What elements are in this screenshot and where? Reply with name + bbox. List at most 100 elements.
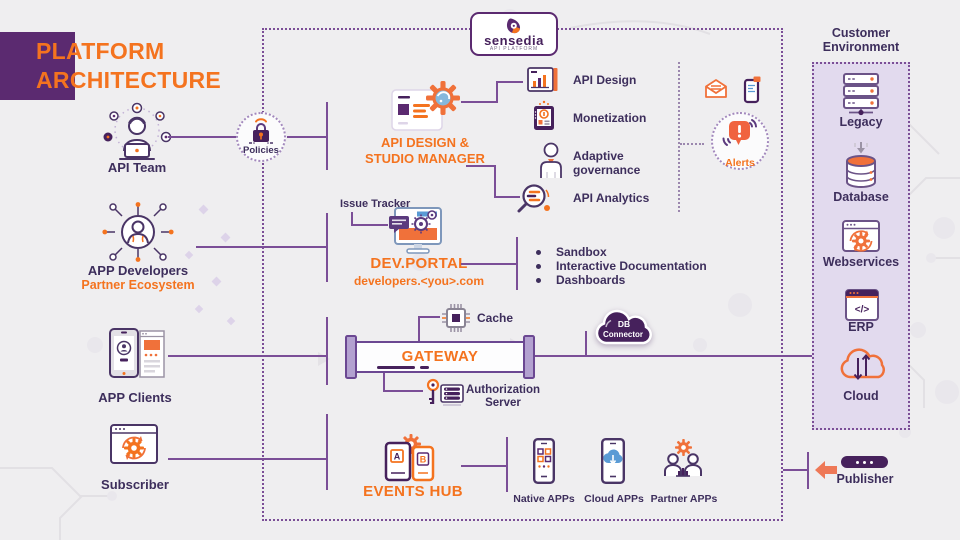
cache-label: Cache (477, 311, 514, 325)
page-title-line1: PLATFORM (36, 38, 165, 64)
alerts-connector (680, 143, 704, 145)
bullet-dot (536, 277, 541, 283)
gateway-pipe-cap-right (523, 335, 535, 379)
gateway-dash-short (420, 366, 429, 369)
adaptive-governance-icon (540, 142, 562, 178)
sensedia-logo-box: sensedia API PLATFORM (470, 12, 558, 56)
app-developers-icon (102, 202, 174, 262)
gateway-dash-long (377, 366, 415, 369)
db-connector-stub (585, 331, 587, 355)
issue-tracker-connector-h (351, 224, 388, 226)
authorization-server-label: Authorization Server (463, 384, 543, 410)
title-accent-block (0, 32, 75, 100)
alerts-label: Alerts (725, 157, 755, 169)
cloud-apps-label: Cloud APPs (584, 493, 644, 505)
studio-manager-label-line1: API DESIGN & (380, 135, 470, 150)
studio-manager-label: API DESIGN & STUDIO MANAGER (350, 135, 500, 166)
policies-lock-icon (249, 118, 273, 144)
webservices-label: Webservices (822, 255, 900, 269)
alerts-bubble-icon (722, 119, 757, 146)
native-apps-icon (533, 438, 556, 484)
studio-connector-top-h2 (496, 81, 523, 83)
events-hub-icon: A B (384, 434, 435, 482)
publisher-arrow-icon (815, 461, 837, 479)
cache-connector-v (418, 316, 420, 342)
db-connector-cloud: DB Connector (595, 309, 652, 345)
studio-connector-bottom-h2 (494, 196, 520, 198)
legacy-label: Legacy (839, 115, 883, 129)
events-connector-h (461, 465, 507, 467)
events-hub-label: EVENTS HUB (363, 483, 463, 500)
feature-adaptive-governance-label: Adaptive governance (573, 149, 641, 177)
db-connector-label-line2: Connector (603, 330, 643, 339)
authorization-server-icon (426, 378, 464, 406)
authorization-server-label-line1: Authorization (465, 384, 541, 396)
publisher-connector-h (783, 469, 809, 471)
sensedia-logo-subtitle: API PLATFORM (489, 45, 539, 52)
publisher-pill-icon (841, 456, 888, 468)
gateway-output-line (535, 355, 812, 357)
issue-tracker-label: Issue Tracker (340, 198, 411, 210)
sensedia-logo-name: sensedia (484, 32, 544, 48)
bullet-dot (536, 263, 541, 269)
authorization-server-label-line2: Server (485, 397, 521, 409)
devportal-url: developers.<you>.com (353, 274, 485, 288)
connector-api-team (168, 136, 236, 138)
events-phone-a-label: A (394, 452, 401, 462)
erp-icon: </> (845, 289, 879, 321)
bracket-devportal (326, 213, 328, 282)
events-phone-b-label: B (420, 455, 427, 465)
bracket-events (326, 414, 328, 490)
bullet-interactive-documentation: Interactive Documentation (536, 259, 707, 273)
webservices-icon (842, 220, 880, 252)
api-design-icon (527, 67, 558, 92)
subscriber-label: Subscriber (101, 477, 169, 492)
connector-policies-to-box (287, 136, 327, 138)
cache-connector-h (418, 316, 440, 318)
customer-environment-title-line2: Environment (822, 40, 900, 54)
policies-badge (236, 112, 286, 162)
customer-environment-panel (812, 62, 910, 430)
subscriber-icon (110, 424, 158, 464)
studio-manager-icon (391, 81, 460, 131)
gateway-pipe-cap-left (345, 335, 357, 379)
page-title: PLATFORM ARCHITECTURE (36, 37, 221, 95)
feature-api-analytics-label: API Analytics (573, 191, 650, 205)
auth-connector-v (383, 372, 385, 392)
bullet-dashboards: Dashboards (536, 273, 625, 287)
api-team-icon (103, 102, 172, 160)
policies-label: Policies (243, 145, 279, 156)
events-bracket (506, 437, 508, 492)
studio-connector-top-v (496, 81, 498, 103)
gateway-label: GATEWAY (401, 348, 479, 365)
studio-manager-label-line2: STUDIO MANAGER (365, 150, 485, 166)
customer-environment-title: Customer Environment (806, 26, 916, 54)
studio-connector-bottom-v (494, 165, 496, 198)
pill-dot (863, 460, 866, 464)
devportal-bullets-bracket (516, 237, 518, 290)
partner-ecosystem-label: Partner Ecosystem (81, 278, 195, 292)
app-clients-label: APP Clients (98, 390, 172, 405)
sensedia-logo-mark (506, 17, 521, 33)
auth-connector-h (383, 390, 423, 392)
cloud-icon (840, 348, 885, 381)
connector-subscriber (168, 458, 328, 460)
app-clients-icon (109, 328, 165, 378)
issue-tracker-connector-v (351, 212, 353, 226)
legacy-icon (843, 73, 879, 116)
feature-monetization-label: Monetization (573, 111, 647, 125)
bracket-gateway (326, 317, 328, 385)
erp-glyph: </> (855, 305, 870, 316)
database-label: Database (833, 190, 889, 204)
api-team-label: API Team (107, 160, 167, 175)
alert-email-icon (705, 79, 727, 98)
erp-label: ERP (848, 320, 874, 334)
bullet-sandbox: Sandbox (536, 245, 607, 259)
cloud-apps-icon (601, 438, 626, 484)
bracket-studio (326, 102, 328, 170)
partner-apps-icon (664, 439, 702, 477)
database-icon (846, 142, 876, 188)
devportal-icon (389, 207, 442, 254)
studio-connector-bottom-h1 (466, 165, 496, 167)
